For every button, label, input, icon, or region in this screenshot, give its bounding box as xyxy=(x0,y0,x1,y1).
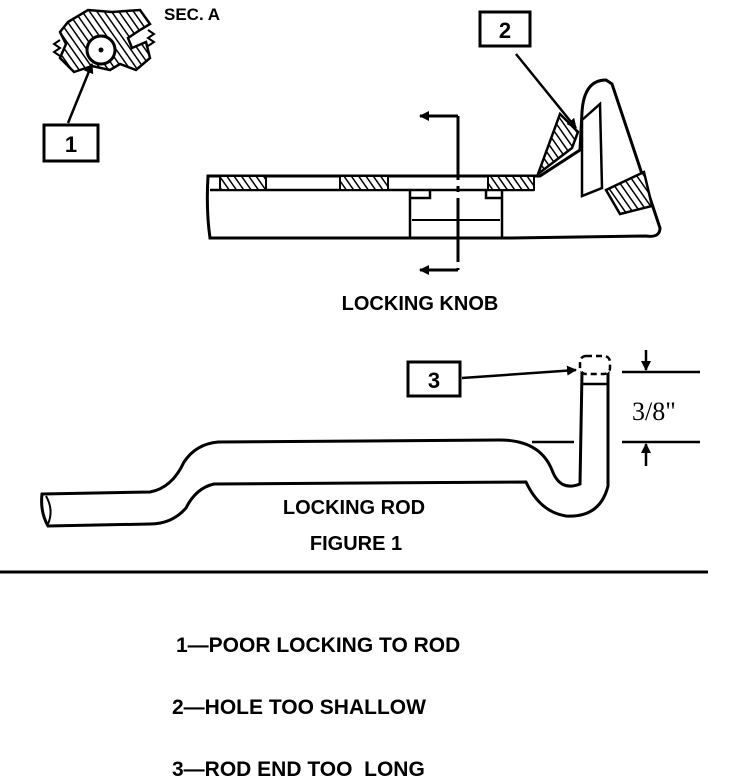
locking-knob-drawing xyxy=(205,78,662,240)
callout-box-1 xyxy=(42,123,100,163)
locking-rod-drawing xyxy=(40,354,612,528)
dimension-marker xyxy=(532,350,700,466)
dimension-label: 3/8" xyxy=(632,397,676,426)
legend-item-2: 2—HOLE TOO SHALLOW xyxy=(172,696,426,719)
section-a-detail xyxy=(52,8,156,74)
locking-knob-label: LOCKING KNOB xyxy=(342,293,499,315)
callout-3-leader xyxy=(461,365,577,380)
callout-number-2: 2 xyxy=(499,18,511,43)
callout-box-2 xyxy=(478,10,532,48)
legend-item-3: 3—ROD END TOO LONG xyxy=(172,758,425,778)
callout-number-3: 3 xyxy=(428,368,440,393)
callout-box-3 xyxy=(406,360,462,398)
locking-rod-label: LOCKING ROD xyxy=(283,497,425,519)
callout-2-leader xyxy=(515,53,577,129)
section-cut-line xyxy=(419,111,460,275)
legend-item-1: 1—POOR LOCKING TO ROD xyxy=(176,634,460,657)
callout-1-leader xyxy=(66,63,94,124)
callout-number-1: 1 xyxy=(65,132,77,157)
figure-label: FIGURE 1 xyxy=(310,533,402,555)
section-label: SEC. A xyxy=(164,5,220,24)
